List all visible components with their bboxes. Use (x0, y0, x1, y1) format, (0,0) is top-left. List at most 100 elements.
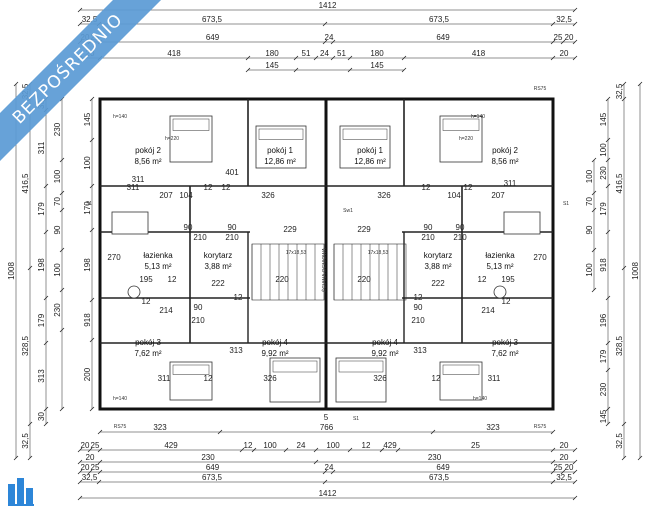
dim-tick (401, 55, 407, 61)
dim-tick (27, 265, 33, 271)
inner-dim: 220 (275, 275, 289, 284)
top-row3-label: 25 (554, 33, 563, 42)
inner-dim: 401 (225, 168, 239, 177)
bot-row2-label: 20 (560, 441, 569, 450)
dim-tick (313, 459, 319, 465)
dim-tick (245, 67, 251, 73)
dim-tick (13, 455, 19, 461)
dim-tick (605, 183, 611, 189)
left-outer-label: 416,5 (21, 173, 30, 194)
left-side-label: 200 (83, 367, 92, 381)
dim-tick (59, 190, 65, 196)
bed-pillow (342, 128, 388, 140)
dim-tick (591, 157, 597, 163)
bot-row1-label: 323 (486, 423, 500, 432)
top-row4-label: 418 (167, 49, 181, 58)
top-row3-label: 649 (206, 33, 220, 42)
inner-dim: 207 (491, 191, 505, 200)
dim-tick (560, 39, 566, 45)
dim-tick (77, 459, 83, 465)
room-area: 12,86 m² (354, 157, 386, 166)
dim-tick (347, 447, 353, 453)
bed-pillow (272, 360, 318, 373)
inner-dim: 210 (411, 316, 425, 325)
left-inner-label: 30 (37, 412, 46, 421)
bot-total-label: 1412 (319, 489, 337, 498)
right-outer-label: 32,5 (615, 83, 624, 99)
dim-tick (572, 21, 578, 27)
top-row2-label: 32,5 (556, 15, 572, 24)
right-inner-label: 230 (599, 382, 608, 396)
right-inner-label: 100 (599, 143, 608, 157)
inner-dim: 311 (158, 374, 171, 383)
room-area: 3,88 m² (424, 262, 451, 271)
dim-tick (591, 190, 597, 196)
left-total-label: 1008 (7, 262, 16, 280)
left-side-label: 198 (83, 258, 92, 272)
dim-tick (251, 447, 257, 453)
top-row4-label: 24 (320, 49, 329, 58)
top-row3-label: 20 (565, 33, 574, 42)
left-side-label: 145 (83, 112, 92, 126)
bot-row2-label: 429 (383, 441, 397, 450)
right-mid-label: 90 (585, 225, 594, 234)
bed-pillow (172, 118, 210, 131)
dim-tick (347, 67, 353, 73)
dim-tick (89, 337, 95, 343)
bed-pillow (442, 118, 480, 131)
dim-tick (550, 21, 556, 27)
bot-row4-label: 649 (436, 463, 450, 472)
inner-dim: 12 (478, 275, 487, 284)
dim-tick (605, 96, 611, 102)
right-inner-label: 179 (599, 202, 608, 216)
room-area: 8,56 m² (134, 157, 161, 166)
inner-dim: 90 (424, 223, 433, 232)
top-row4-label: 51 (302, 49, 311, 58)
window-note: h=220 (459, 136, 473, 142)
bot-row3-label: 20 (560, 453, 569, 462)
bot-row5-label: 673,5 (202, 473, 223, 482)
inner-dim: 12 (204, 183, 213, 192)
left-mid-label: 230 (53, 303, 62, 317)
dim-tick (572, 495, 578, 501)
inner-dim: 12 (234, 293, 243, 302)
dim-tick (59, 406, 65, 412)
bot-row2-label: 24 (297, 441, 306, 450)
bot-row2-label: 100 (263, 441, 277, 450)
right-inner-label: 179 (599, 349, 608, 363)
bot-row5-label: 673,5 (429, 473, 450, 482)
bathtub (111, 211, 149, 235)
dim-tick (59, 327, 65, 333)
dim-tick (621, 421, 627, 427)
top-row5-label: 145 (370, 61, 384, 70)
right-outer-label: 328,5 (615, 335, 624, 356)
dim-tick (77, 469, 83, 475)
top-row2-label: 673,5 (429, 15, 450, 24)
top-row5-label: 145 (265, 61, 279, 70)
dim-tick (621, 455, 627, 461)
bot-row2-label: 20 (81, 441, 90, 450)
left-mid-label: 70 (53, 197, 62, 206)
room-name: łazienka (143, 251, 173, 260)
dim-tick (97, 447, 103, 453)
room-name: pokój 1 (267, 146, 293, 155)
dim-tick (77, 7, 83, 13)
window-note: h=140 (471, 114, 485, 120)
top-row4-label: 180 (370, 49, 384, 58)
dim-tick (401, 67, 407, 73)
room-name: pokój 3 (135, 338, 161, 347)
bot-row2-label: 100 (326, 441, 340, 450)
bot-row3-label: 20 (86, 453, 95, 462)
inner-dim: 210 (193, 233, 207, 242)
bot-row4-label: 20 (565, 463, 574, 472)
dim-tick (550, 39, 556, 45)
inner-dim: 229 (357, 225, 371, 234)
left-mid-label: 100 (53, 169, 62, 183)
dim-tick (97, 469, 103, 475)
dim-tick (293, 67, 299, 73)
dim-tick (621, 81, 627, 87)
dim-tick (322, 469, 328, 475)
top-row2-label: 673,5 (202, 15, 223, 24)
dim-tick (13, 81, 19, 87)
bot-row2-label: 12 (362, 441, 371, 450)
